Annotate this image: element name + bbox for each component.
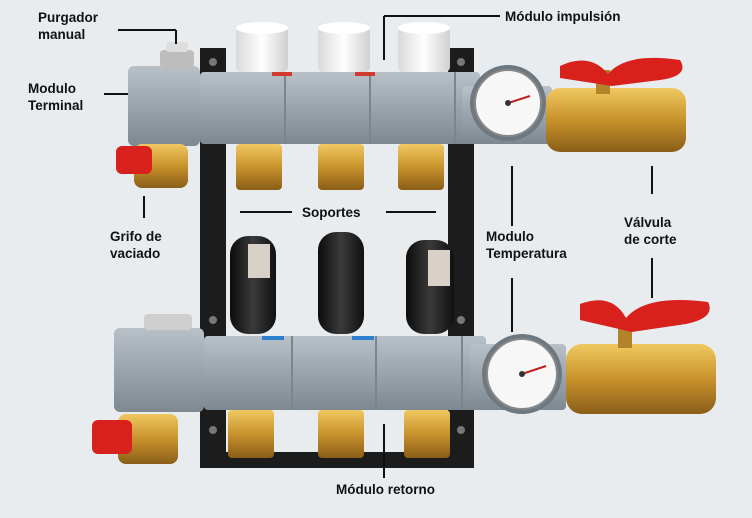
label-soportes: Soportes bbox=[302, 205, 361, 220]
label-purgador-manual: Purgador manual bbox=[38, 10, 99, 42]
return-actuator-caps bbox=[230, 232, 454, 334]
ball-valve-upper bbox=[546, 57, 686, 152]
label-modulo-impulsion: Módulo impulsión bbox=[505, 9, 621, 24]
label-modulo-temperatura: Modulo Temperatura bbox=[486, 229, 567, 261]
temperature-gauge-lower bbox=[482, 334, 562, 414]
label-grifo-vaciado: Grifo de vaciado bbox=[110, 229, 162, 261]
callout-lines bbox=[104, 15, 653, 478]
return-outlets bbox=[228, 410, 450, 458]
bracket-bottom-bar bbox=[226, 452, 448, 468]
temperature-gauge-upper bbox=[470, 65, 546, 141]
label-modulo-terminal: Modulo Terminal bbox=[28, 81, 84, 113]
ball-valve-lower bbox=[566, 300, 716, 414]
drain-valve-upper bbox=[116, 144, 188, 188]
label-modulo-retorno: Módulo retorno bbox=[336, 482, 435, 497]
air-vent-lower bbox=[144, 314, 192, 330]
label-valvula-corte: Válvula de corte bbox=[624, 215, 677, 247]
supply-caps bbox=[236, 22, 450, 72]
air-vent bbox=[160, 42, 194, 68]
drain-valve-lower bbox=[92, 414, 178, 464]
supply-outlets bbox=[236, 144, 444, 190]
